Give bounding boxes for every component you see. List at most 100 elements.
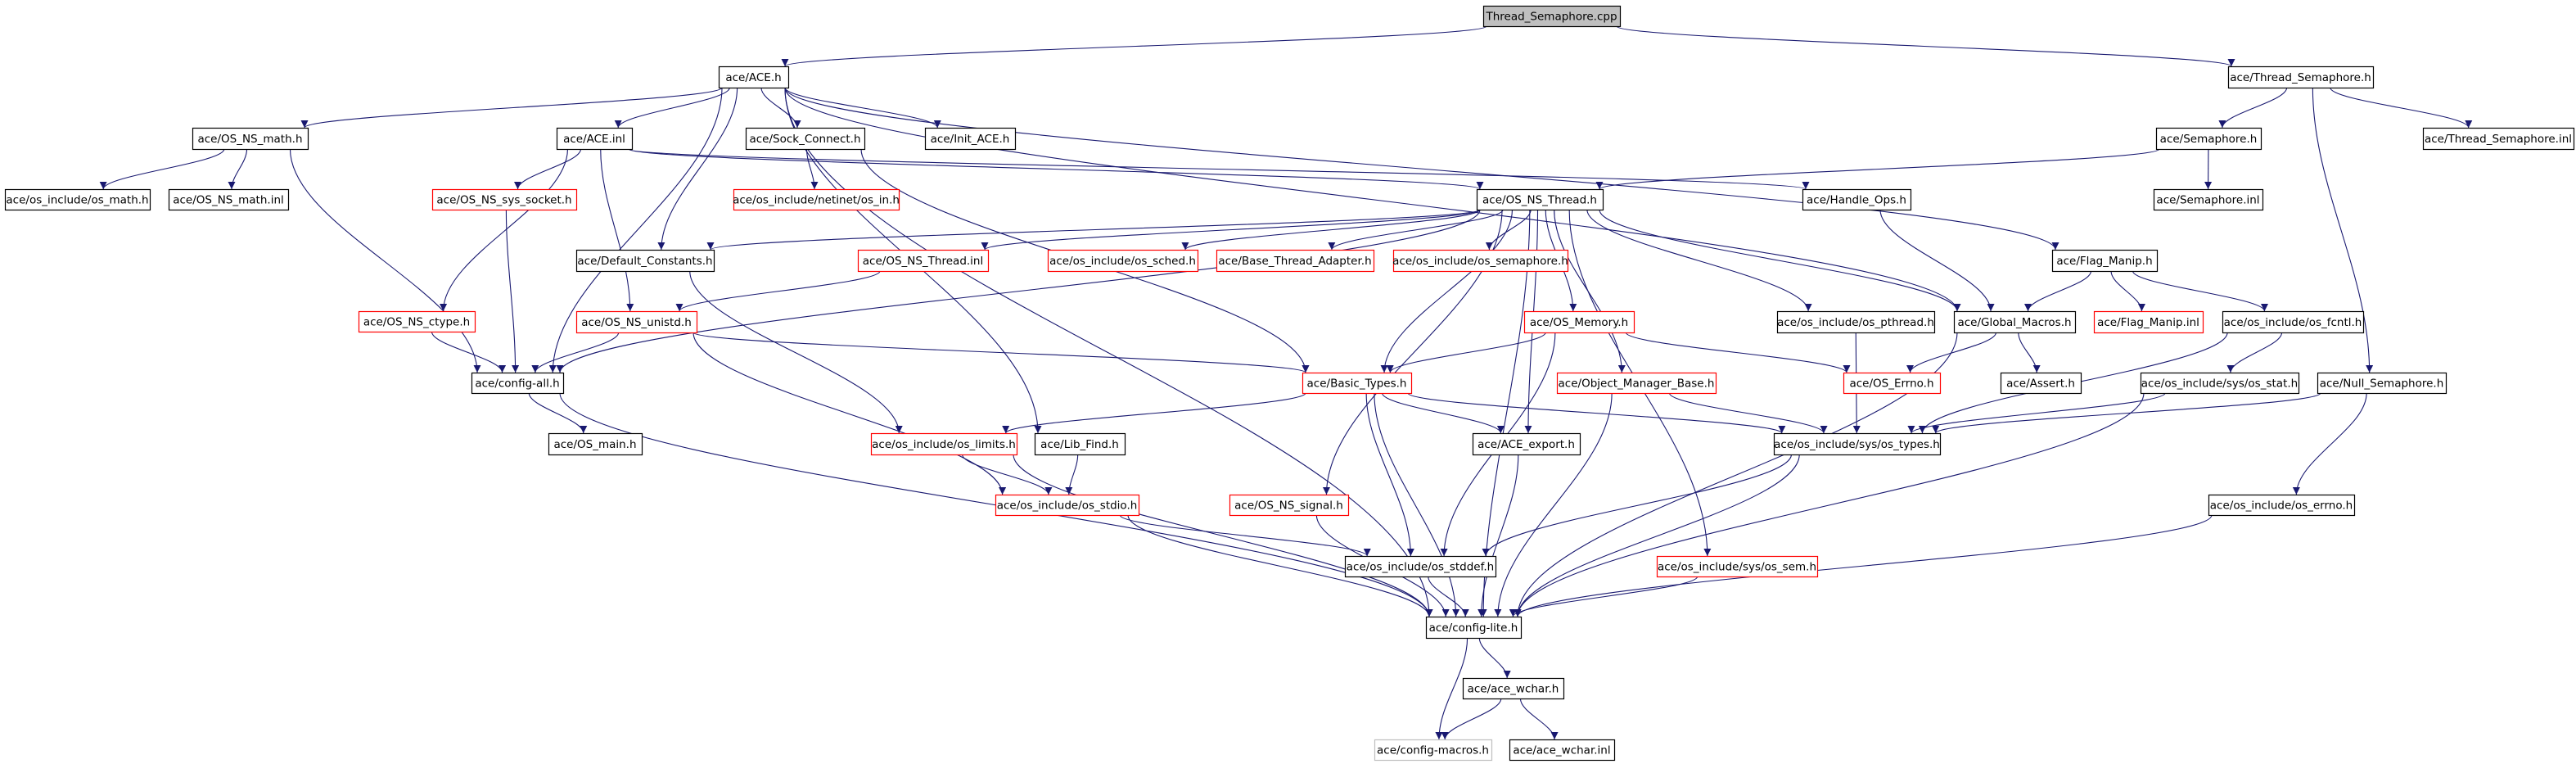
- graph-node-os-ns-thread-inl[interactable]: ace/OS_NS_Thread.inl: [857, 249, 990, 273]
- node-box[interactable]: [995, 494, 1140, 517]
- graph-node-global-macros-h[interactable]: ace/Global_Macros.h: [1953, 310, 2077, 334]
- node-box[interactable]: [718, 66, 790, 89]
- graph-node-os-stat-h[interactable]: ace/os_include/sys/os_stat.h: [2140, 372, 2300, 395]
- node-box[interactable]: [1472, 432, 1581, 456]
- graph-node-flag-manip-inl[interactable]: ace/Flag_Manip.inl: [2093, 310, 2204, 334]
- graph-node-os-errno-h[interactable]: ace/os_include/os_errno.h: [2208, 494, 2356, 517]
- node-box[interactable]: [548, 432, 643, 456]
- graph-node-config-all-h[interactable]: ace/config-all.h: [471, 372, 565, 395]
- graph-node-null-semaphore-h[interactable]: ace/Null_Semaphore.h: [2317, 372, 2447, 395]
- graph-node-os-stddef-h[interactable]: ace/os_include/os_stddef.h: [1344, 555, 1497, 578]
- graph-node-os-limits-h[interactable]: ace/os_include/os_limits.h: [870, 432, 1018, 456]
- graph-node-thread-semaphore-h[interactable]: ace/Thread_Semaphore.h: [2227, 66, 2375, 89]
- graph-node-os-ns-unistd-h[interactable]: ace/OS_NS_unistd.h: [575, 310, 698, 334]
- node-box[interactable]: [2227, 66, 2375, 89]
- graph-node-base-thread-adapter-h[interactable]: ace/Base_Thread_Adapter.h: [1216, 249, 1375, 273]
- node-box[interactable]: [556, 127, 634, 151]
- graph-node-assert-h[interactable]: ace/Assert.h: [2000, 372, 2082, 395]
- graph-node-os-ns-ctype-h[interactable]: ace/OS_NS_ctype.h: [358, 310, 476, 333]
- graph-node-lib-find-h[interactable]: ace/Lib_Find.h: [1034, 432, 1126, 456]
- node-box[interactable]: [1344, 555, 1497, 578]
- graph-node-semaphore-h[interactable]: ace/Semaphore.h: [2155, 127, 2262, 151]
- node-box[interactable]: [1374, 739, 1493, 762]
- node-box[interactable]: [2317, 372, 2447, 395]
- node-box[interactable]: [733, 188, 900, 211]
- node-box[interactable]: [471, 372, 565, 395]
- graph-node-object-manager-base-h[interactable]: ace/Object_Manager_Base.h: [1556, 372, 1717, 395]
- node-box[interactable]: [1476, 188, 1604, 211]
- graph-node-init-ace-h[interactable]: ace/Init_ACE.h: [924, 127, 1017, 151]
- node-box[interactable]: [2093, 310, 2204, 334]
- node-box[interactable]: [870, 432, 1018, 456]
- node-box[interactable]: [1509, 739, 1616, 762]
- node-box[interactable]: [4, 188, 151, 211]
- node-box[interactable]: [2155, 127, 2262, 151]
- graph-node-os-main-h[interactable]: ace/OS_main.h: [548, 432, 643, 456]
- graph-node-default-constants-h[interactable]: ace/Default_Constants.h: [575, 249, 715, 273]
- graph-node-ace-h[interactable]: ace/ACE.h: [718, 66, 790, 89]
- graph-node-os-sched-h[interactable]: ace/os_include/os_sched.h: [1047, 249, 1199, 273]
- graph-node-thread-semaphore-inl[interactable]: ace/Thread_Semaphore.inl: [2422, 127, 2575, 151]
- graph-node-config-macros-h[interactable]: ace/config-macros.h: [1374, 739, 1493, 762]
- node-box[interactable]: [1802, 188, 1912, 211]
- node-box[interactable]: [1216, 249, 1375, 273]
- node-box[interactable]: [2153, 188, 2264, 211]
- node-box[interactable]: [168, 188, 290, 211]
- graph-node-os-fcntl-h[interactable]: ace/os_include/os_fcntl.h: [2222, 310, 2365, 334]
- node-box[interactable]: [924, 127, 1017, 151]
- node-box[interactable]: [2000, 372, 2082, 395]
- node-box[interactable]: [1462, 677, 1565, 700]
- graph-node-ace-inl[interactable]: ace/ACE.inl: [556, 127, 634, 151]
- graph-node-config-lite-h[interactable]: ace/config-lite.h: [1425, 616, 1523, 640]
- node-box[interactable]: [192, 127, 309, 151]
- node-box[interactable]: [1556, 372, 1717, 395]
- node-box[interactable]: [2222, 310, 2365, 334]
- node-box[interactable]: [1047, 249, 1199, 273]
- node-box[interactable]: [2208, 494, 2356, 517]
- graph-node-handle-ops-h[interactable]: ace/Handle_Ops.h: [1802, 188, 1912, 211]
- node-box[interactable]: [431, 188, 578, 211]
- graph-node-os-pthread-h[interactable]: ace/os_include/os_pthread.h: [1776, 310, 1936, 334]
- node-box[interactable]: [575, 249, 715, 273]
- node-box[interactable]: [1953, 310, 2077, 334]
- graph-node-os-in-h[interactable]: ace/os_include/netinet/os_in.h: [733, 188, 900, 211]
- graph-node-os-errno-upper-h[interactable]: ace/OS_Errno.h: [1843, 372, 1942, 395]
- node-box[interactable]: [1523, 310, 1635, 334]
- node-box[interactable]: [1302, 372, 1413, 395]
- graph-node-os-memory-h[interactable]: ace/OS_Memory.h: [1523, 310, 1635, 334]
- node-box[interactable]: [1843, 372, 1942, 395]
- graph-node-os-math-h[interactable]: ace/os_include/os_math.h: [4, 188, 151, 211]
- graph-node-os-semaphore-h[interactable]: ace/os_include/os_semaphore.h: [1392, 249, 1569, 273]
- node-box[interactable]: [2051, 249, 2159, 273]
- node-box[interactable]: [1776, 310, 1936, 334]
- graph-node-root[interactable]: Thread_Semaphore.cpp: [1482, 5, 1622, 28]
- graph-node-semaphore-inl[interactable]: ace/Semaphore.inl: [2153, 188, 2264, 211]
- graph-node-ace-wchar-inl[interactable]: ace/ace_wchar.inl: [1509, 739, 1616, 762]
- graph-node-ace-wchar-h[interactable]: ace/ace_wchar.h: [1462, 677, 1565, 700]
- node-box[interactable]: [1425, 616, 1523, 640]
- graph-node-basic-types-h[interactable]: ace/Basic_Types.h: [1302, 372, 1413, 395]
- graph-node-ace-export-h[interactable]: ace/ACE_export.h: [1472, 432, 1581, 456]
- graph-node-os-ns-thread-h[interactable]: ace/OS_NS_Thread.h: [1476, 188, 1604, 211]
- node-box[interactable]: [1656, 555, 1819, 578]
- graph-node-os-sem-h[interactable]: ace/os_include/sys/os_sem.h: [1656, 555, 1819, 578]
- node-box[interactable]: [358, 310, 476, 333]
- graph-node-os-ns-math-h[interactable]: ace/OS_NS_math.h: [192, 127, 309, 151]
- node-box[interactable]: [745, 127, 866, 151]
- graph-node-os-ns-sys-socket-h[interactable]: ace/OS_NS_sys_socket.h: [431, 188, 578, 211]
- node-box[interactable]: [2140, 372, 2300, 395]
- graph-node-os-stdio-h[interactable]: ace/os_include/os_stdio.h: [995, 494, 1140, 517]
- node-box[interactable]: [2422, 127, 2575, 151]
- node-box[interactable]: [1229, 494, 1350, 517]
- node-box[interactable]: [1392, 249, 1569, 273]
- graph-node-sock-connect-h[interactable]: ace/Sock_Connect.h: [745, 127, 866, 151]
- node-box[interactable]: [575, 310, 698, 334]
- graph-node-os-types-h[interactable]: ace/os_include/sys/os_types.h: [1773, 432, 1942, 456]
- node-box[interactable]: [857, 249, 990, 273]
- graph-node-flag-manip-h[interactable]: ace/Flag_Manip.h: [2051, 249, 2159, 273]
- node-box[interactable]: [1034, 432, 1126, 456]
- node-box[interactable]: [1482, 5, 1622, 28]
- node-box[interactable]: [1773, 432, 1942, 456]
- graph-node-os-ns-signal-h[interactable]: ace/OS_NS_signal.h: [1229, 494, 1350, 517]
- graph-node-os-ns-math-inl[interactable]: ace/OS_NS_math.inl: [168, 188, 290, 211]
